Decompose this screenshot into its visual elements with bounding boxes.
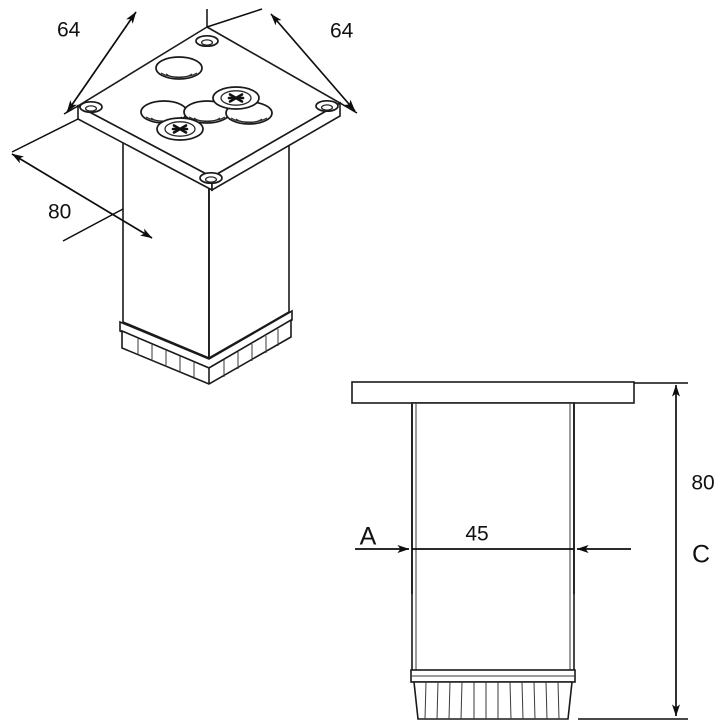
dim-45-label: 45	[465, 523, 488, 546]
dim-80-right-label: 80	[691, 472, 714, 495]
elev-foot-collar	[410, 669, 576, 683]
dim-64-right: 64	[206, 8, 358, 114]
iso-mounting-plate	[76, 26, 342, 192]
elev-column	[411, 402, 575, 678]
callout-a-label: A	[360, 523, 377, 551]
plate-corner-hole-top	[195, 34, 219, 48]
dim-64-left: 64	[57, 9, 208, 115]
dim-80-right: 80	[578, 382, 715, 720]
elevation-view: 45 A 80 C	[351, 381, 715, 720]
dim-80-left-label: 80	[48, 201, 71, 224]
callout-c-label: C	[692, 541, 710, 569]
callout-c: C	[692, 541, 710, 569]
plate-countersunk-hole-upper	[155, 56, 203, 80]
iso-adjustable-foot	[119, 309, 293, 385]
elev-adjustable-foot	[413, 681, 573, 720]
plate-screw-hole-upper-right	[212, 86, 260, 110]
callout-a: A	[360, 523, 377, 551]
dim-80-left: 80	[11, 118, 153, 242]
plate-corner-hole-right	[315, 99, 339, 113]
dim-45: 45	[355, 404, 631, 594]
plate-screw-hole-lower-left	[156, 117, 204, 141]
isometric-view: 64 64 80	[11, 8, 358, 385]
plate-corner-hole-bottom	[199, 171, 223, 185]
plate-countersunk-hole-center	[183, 100, 231, 124]
plate-front-right-face	[211, 101, 341, 192]
dim-64-left-label: 64	[57, 19, 81, 42]
elev-top-plate	[351, 381, 635, 404]
plate-corner-hole-left	[79, 100, 103, 114]
dim-64-right-label: 64	[330, 20, 354, 43]
